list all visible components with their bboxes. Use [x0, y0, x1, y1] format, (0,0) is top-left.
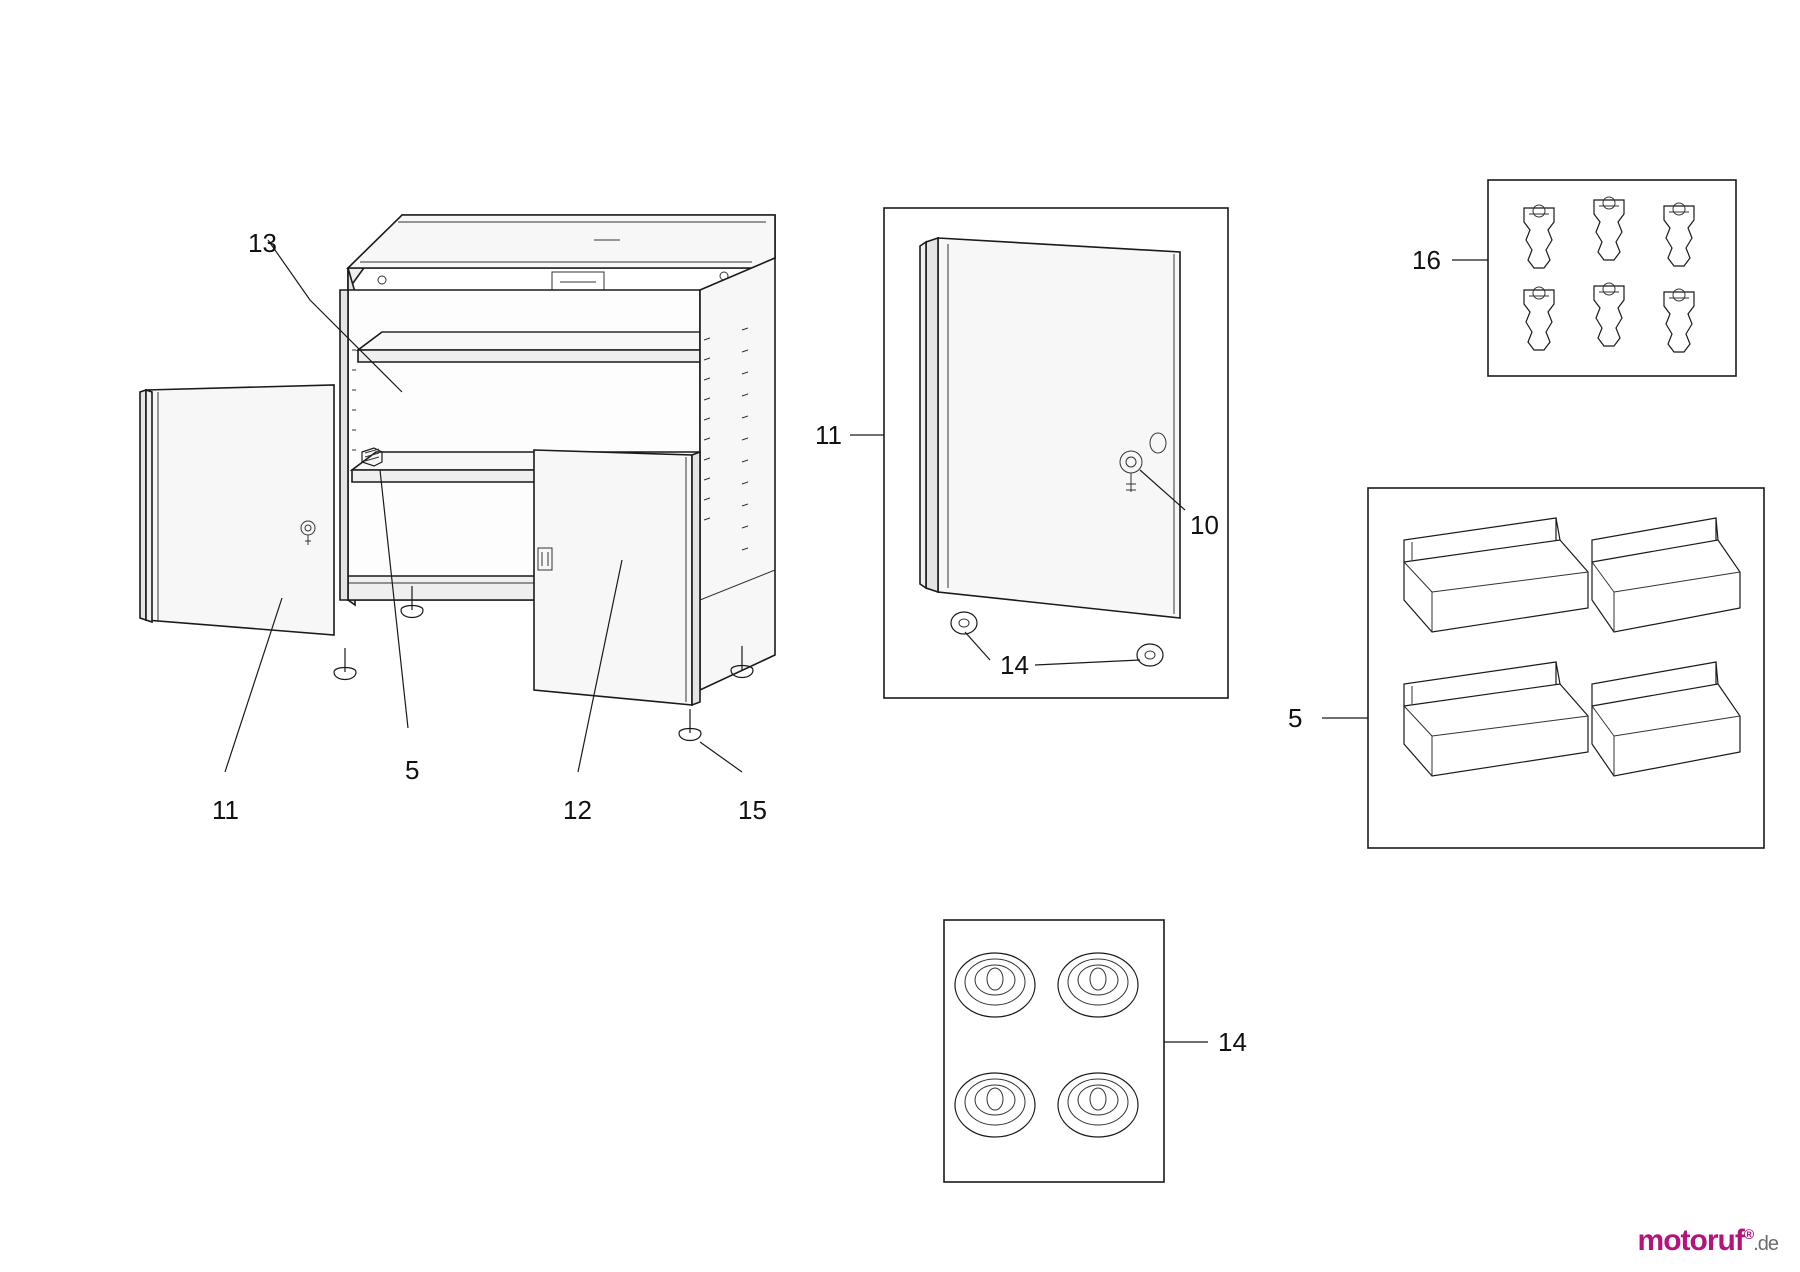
grommet-b [1057, 952, 1139, 1018]
foot-1 [333, 648, 357, 681]
bins-box [1322, 487, 1765, 849]
callout-13: 13 [248, 228, 277, 258]
bumper-r2c2 [1593, 282, 1625, 347]
foot-2 [400, 586, 424, 619]
bin-r1c2 [1591, 517, 1741, 633]
callout-12: 12 [563, 795, 592, 825]
bin-r2c2 [1591, 661, 1741, 777]
foot-3 [730, 646, 754, 679]
callout-11-left-door: 11 [212, 795, 239, 825]
foot-4 [678, 709, 702, 742]
callout-5-bins: 5 [1288, 703, 1303, 733]
callout-5-shelf-clip: 5 [405, 755, 420, 785]
watermark-suffix: .de [1753, 1233, 1779, 1255]
callout-10: 10 [1190, 510, 1219, 540]
bumpers-box [1452, 179, 1737, 377]
bumper-r2c3 [1663, 288, 1695, 353]
watermark: motoruf®.de [1637, 1224, 1779, 1258]
grommet-left [950, 611, 978, 635]
bumper-r1c3 [1663, 202, 1695, 267]
watermark-brand: motoruf [1637, 1224, 1745, 1257]
grommet-a [954, 952, 1036, 1018]
callout-15: 15 [738, 795, 767, 825]
bin-r2c1 [1403, 661, 1589, 777]
grommet-c [954, 1072, 1036, 1138]
watermark-tm: ® [1743, 1226, 1754, 1242]
bumper-r2c1 [1523, 286, 1555, 351]
bumper-r1c2 [1593, 196, 1625, 261]
callout-16: 16 [1412, 245, 1441, 275]
callout-14-box: 14 [1218, 1027, 1247, 1057]
door-detail-box [850, 207, 1229, 699]
grommet-d [1057, 1072, 1139, 1138]
callout-11-door-box: 11 [815, 420, 842, 450]
bumper-r1c1 [1523, 204, 1555, 269]
cabinet-assembly [139, 214, 776, 773]
bin-r1c1 [1403, 517, 1589, 633]
grommets-box [943, 919, 1208, 1183]
grommet-right [1136, 643, 1164, 667]
callout-14-door: 14 [1000, 650, 1029, 680]
